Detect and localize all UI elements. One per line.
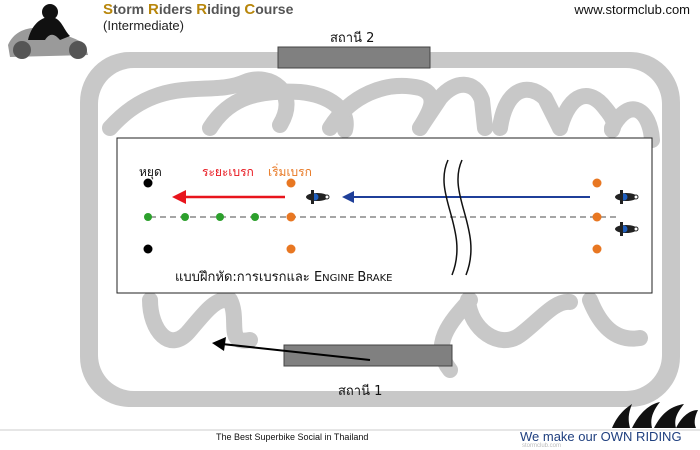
- caption-smallcaps: RAKE: [366, 273, 393, 284]
- entry-cone-bottom: [592, 244, 602, 254]
- entry-cone-center: [592, 212, 602, 222]
- exit-direction-arrow: [221, 343, 371, 361]
- drill-box: [116, 137, 653, 294]
- title-rest: iding: [207, 1, 245, 17]
- title-cap: C: [244, 1, 256, 18]
- course-title: Storm Riders Riding Course: [103, 1, 293, 18]
- start-braking-label: เริ่มเบรก: [268, 165, 312, 179]
- rider-silhouette-icon: [0, 0, 96, 62]
- track-inner-loops: [102, 71, 660, 378]
- caption-cap: E: [313, 270, 323, 285]
- title-rest: torm: [113, 1, 149, 17]
- drill-caption: แบบฝึกหัด:การเบรกและ ENGINE BRAKE: [175, 266, 393, 287]
- stop-cone-top: [143, 178, 153, 188]
- title-rest: iders: [158, 1, 197, 17]
- start-brake-cone-bottom: [286, 244, 296, 254]
- brake-zone-cone: [251, 213, 259, 221]
- approach-arrowhead: [342, 191, 354, 203]
- brake-zone-cone: [181, 213, 189, 221]
- distance-break-marks: [443, 159, 472, 276]
- brake-zone-cone: [144, 213, 152, 221]
- motorcycle-icon: [306, 190, 330, 204]
- title-cap: R: [148, 1, 159, 18]
- footer-tagline: The Best Superbike Social in Thailand: [216, 432, 369, 442]
- braking-arrowhead: [172, 190, 186, 204]
- caption-thai: แบบฝึกหัด:การเบรกและ: [175, 270, 314, 285]
- exit-direction-arrowhead: [212, 337, 226, 351]
- station-1-label: สถานี 1: [338, 384, 383, 399]
- station-1-bar: [283, 344, 453, 367]
- title-rest: ourse: [255, 1, 294, 17]
- course-level: (Intermediate): [103, 18, 184, 33]
- entry-cone-top: [592, 178, 602, 188]
- title-cap: S: [103, 1, 114, 18]
- wing-logo-icon: [612, 402, 698, 428]
- braking-distance-label: ระยะเบรก: [202, 165, 254, 179]
- station-2-bar: [277, 46, 431, 69]
- start-brake-cone-top: [286, 178, 296, 188]
- motorcycle-icon: [615, 190, 639, 204]
- title-cap: R: [196, 1, 208, 18]
- motorcycle-icon: [615, 222, 639, 236]
- caption-cap: B: [357, 270, 367, 285]
- start-brake-cone-center: [286, 212, 296, 222]
- stop-label: หยุด: [139, 165, 162, 179]
- footer-watermark: stormclub.com: [522, 443, 562, 449]
- website-link[interactable]: www.stormclub.com: [574, 2, 690, 17]
- footer-slogan: We make our OWN RIDING: [520, 429, 682, 444]
- caption-smallcaps: NGINE: [322, 273, 358, 284]
- stop-cone-bottom: [143, 244, 153, 254]
- station-2-label: สถานี 2: [330, 31, 375, 46]
- brake-zone-cone: [216, 213, 224, 221]
